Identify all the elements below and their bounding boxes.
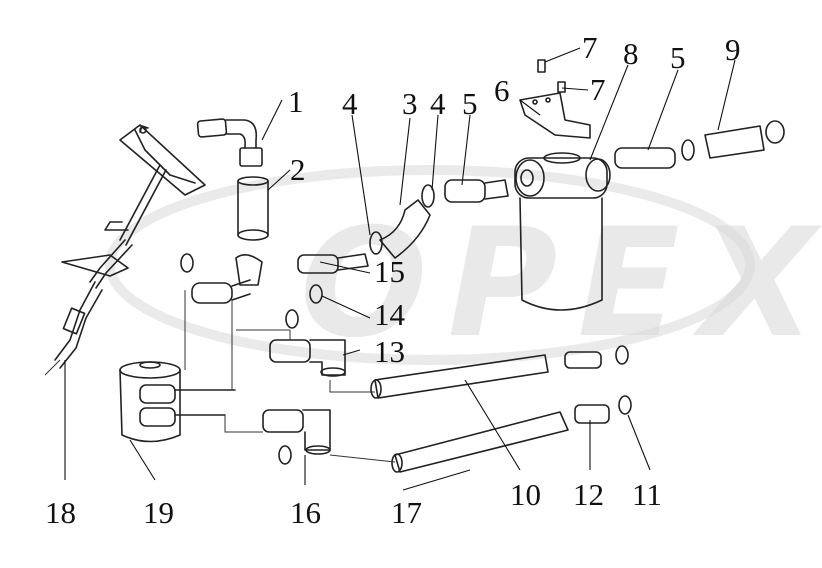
part-1-elbow-fitting <box>196 118 263 167</box>
part-18-steering-column <box>44 124 206 376</box>
callout-1: 1 <box>288 84 304 119</box>
callouts: 1 2 3 4 4 5 5 6 7 7 8 9 10 11 12 13 14 1… <box>45 30 741 530</box>
part-17-hose <box>329 395 632 473</box>
callout-6: 6 <box>494 73 510 108</box>
callout-15: 15 <box>374 254 405 289</box>
callout-11: 11 <box>632 477 662 512</box>
callout-3: 3 <box>402 86 418 121</box>
callout-4: 4 <box>430 86 446 121</box>
part-6-7-bracket <box>519 59 591 139</box>
callout-7: 7 <box>582 30 598 65</box>
left-fittings <box>180 253 375 465</box>
callout-13: 13 <box>374 334 405 369</box>
watermark-text: OPEX <box>300 197 822 371</box>
part-8-receiver-drier <box>514 152 611 311</box>
opex-watermark: OPEX <box>105 165 822 371</box>
leader-lines <box>64 47 736 491</box>
callout-7: 7 <box>590 72 606 107</box>
part-19-valve-block <box>119 361 236 443</box>
callout-5: 5 <box>670 40 686 75</box>
callout-16: 16 <box>290 495 321 530</box>
callout-8: 8 <box>623 36 639 71</box>
callout-2: 2 <box>290 152 306 187</box>
part-9-hose-right <box>614 120 785 169</box>
callout-9: 9 <box>725 32 741 67</box>
callout-5: 5 <box>462 86 478 121</box>
callout-12: 12 <box>573 477 604 512</box>
part-3-4-5-hose-assembly <box>369 169 534 259</box>
callout-14: 14 <box>374 297 406 332</box>
callout-4: 4 <box>342 86 358 121</box>
callout-19: 19 <box>143 495 174 530</box>
part-10-hose <box>370 345 629 399</box>
callout-10: 10 <box>510 477 541 512</box>
callout-17: 17 <box>391 495 422 530</box>
callout-18: 18 <box>45 495 76 530</box>
